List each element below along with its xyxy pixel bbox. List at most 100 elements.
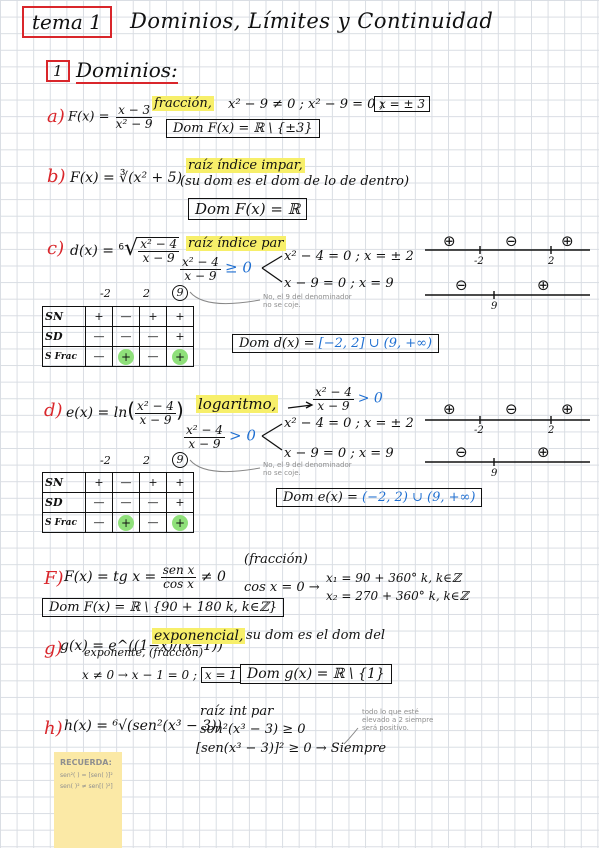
item-c-nl-sign-5: ⊕ <box>537 276 550 294</box>
item-d-dom-label: Dom e(x) = <box>283 490 358 505</box>
positive-highlight: + <box>118 514 134 531</box>
item-c-dom-value: [−2, 2] ∪ (9, +∞) <box>318 336 433 351</box>
item-g-domain: Dom g(x) = ℝ \ {1} <box>240 664 392 684</box>
item-g-solution: x = 1 <box>200 667 241 683</box>
item-d-note: No, el 9 del denominador no se coje. <box>263 461 352 477</box>
item-g-eq: x ≠ 0 → x − 1 = 0 ; x = 1 <box>82 667 241 683</box>
page-title: Dominios, Límites y Continuidad <box>130 9 494 33</box>
positive-highlight: + <box>118 348 134 365</box>
positive-highlight: + <box>172 348 188 365</box>
radical-icon: √ <box>124 236 139 261</box>
item-c-ineq-den: x − 9 <box>184 268 217 283</box>
item-d-tick-1: -2 <box>100 454 111 467</box>
item-c-nl-tick-1: -2 <box>474 256 484 267</box>
item-c-num: x² − 4 <box>138 237 180 252</box>
reminder-line2: sen( )² ≠ sen[( )²] <box>60 783 113 790</box>
paren-close-icon: ) <box>175 398 184 422</box>
item-h-function: h(x) = ⁶√(sen²(x³ − 3)) <box>64 718 222 734</box>
table-cell: + <box>166 306 194 327</box>
row-label: SN <box>42 306 86 327</box>
item-d-sign-table: SN+—++ SD———+ S Frac—+—+ <box>42 472 194 533</box>
item-a-label: a) <box>47 106 65 127</box>
item-a-condition: x² − 9 ≠ 0 ; x² − 9 = 0 ; <box>228 97 384 112</box>
item-c-eq1: x² − 4 = 0 ; x = ± 2 <box>284 249 414 264</box>
section-title: Dominios: <box>76 58 178 84</box>
item-d-nl-tick-2: 2 <box>548 425 555 436</box>
item-c-den: x − 9 <box>142 251 175 265</box>
item-a-type: fracción, <box>152 96 214 111</box>
table-cell: + <box>166 346 194 367</box>
reminder-title: RECUERDA: <box>60 758 112 767</box>
item-b-label: b) <box>47 166 66 187</box>
item-c-nl-sign-3: ⊕ <box>561 232 574 250</box>
item-c-sign-table: SN+—++ SD———+ S Frac—+—+ <box>42 306 194 367</box>
item-f-label: F) <box>44 568 64 589</box>
item-d-tick-3: 9 <box>172 452 188 468</box>
item-f-sol2: x₂ = 270 + 360° k, k∈ℤ <box>326 589 469 603</box>
item-c-nl-tick-2: 2 <box>548 256 555 267</box>
item-d-tick-2: 2 <box>143 454 150 467</box>
item-a-domain: Dom F(x) = ℝ \ {±3} <box>166 119 320 138</box>
item-c-eq2: x − 9 = 0 ; x = 9 <box>284 276 394 291</box>
item-b-domain: Dom F(x) = ℝ <box>188 198 308 220</box>
item-a-den: x² − 9 <box>115 116 153 131</box>
item-d-nl-sign-1: ⊕ <box>443 400 456 418</box>
item-f-rel: ≠ 0 <box>200 569 226 586</box>
table-cell: + <box>112 512 140 533</box>
item-g-note2: exponente, (fracción) <box>84 646 203 659</box>
item-d-domain: Dom e(x) = (−2, 2) ∪ (9, +∞) <box>276 488 483 507</box>
item-h-side-note: todo lo que esté elevado a 2 siempre ser… <box>362 708 434 733</box>
reminder-note: RECUERDA: sen²( ) = [sen( )]² sen( )² ≠ … <box>54 752 122 848</box>
table-row: SD———+ <box>42 326 194 347</box>
table-row: S Frac—+—+ <box>42 512 194 533</box>
item-c-nl-sign-4: ⊖ <box>455 276 468 294</box>
item-d-nl-sign-5: ⊕ <box>537 443 550 461</box>
item-d-nl-sign-2: ⊖ <box>505 400 518 418</box>
table-row: S Frac—+—+ <box>42 346 194 367</box>
item-d-nl-tick-1: -2 <box>474 425 484 436</box>
item-d-den: x − 9 <box>139 412 172 427</box>
item-d-label: d) <box>44 400 63 421</box>
item-f-type: (fracción) <box>244 552 308 567</box>
item-f-sol1: x₁ = 90 + 360° k, k∈ℤ <box>326 571 461 585</box>
item-d-ineq-rel: > 0 <box>229 426 256 445</box>
item-h-ineq2: [sen(x³ − 3)]² ≥ 0 → Siempre <box>196 741 387 756</box>
item-a-solution: x = ± 3 <box>374 96 430 112</box>
item-d-fn-lhs: e(x) = ln <box>66 405 128 421</box>
item-c-fn-lhs: d(x) = <box>70 243 114 259</box>
section-number: 1 <box>46 60 70 82</box>
item-d-nl-sign-3: ⊕ <box>561 400 574 418</box>
positive-highlight: + <box>172 514 188 531</box>
item-f-eq: cos x = 0 → <box>244 580 320 595</box>
item-c-tick-3: 9 <box>172 285 188 301</box>
table-cell: + <box>166 512 194 533</box>
item-d-ineq-den: x − 9 <box>188 436 221 451</box>
item-c-ineq-num: x² − 4 <box>180 255 221 270</box>
item-g-note1: su dom es el dom del <box>246 628 386 643</box>
item-a-fn-lhs: F(x) = <box>68 109 110 125</box>
item-d-eq1: x² − 4 = 0 ; x = ± 2 <box>284 416 414 431</box>
item-b-function: F(x) = ∛(x² + 5) <box>70 170 183 186</box>
item-c-ineq-rel: ≥ 0 <box>225 258 252 277</box>
item-a-num: x − 3 <box>116 103 153 118</box>
item-c-note: No, el 9 del denominador no se coje. <box>263 293 352 309</box>
item-d-main-den: x − 9 <box>317 398 350 413</box>
tema-label: tema 1 <box>22 6 112 38</box>
item-h-label: h) <box>44 718 63 739</box>
item-f-num: sen x <box>160 563 197 578</box>
item-d-nl-tick-3: 9 <box>491 468 498 479</box>
